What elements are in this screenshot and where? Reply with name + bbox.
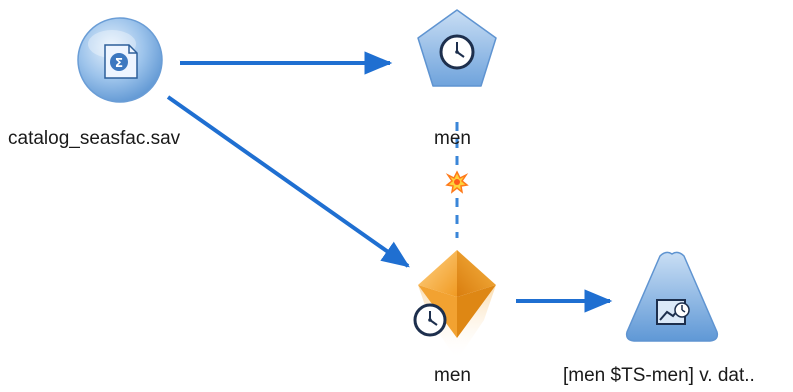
time-plot-node-label: [men $TS-men] v. dat.. [563,365,755,386]
clock-icon [439,34,475,70]
statistics-file-icon: Σ [104,44,138,79]
source-node-label: catalog_seasfac.sav [8,128,181,149]
time-intervals-node-label: men [434,128,471,149]
time-plot-icon [656,299,690,325]
source-node[interactable]: Σ [77,17,163,103]
svg-text:Σ: Σ [115,56,123,70]
time-intervals-node[interactable] [417,9,497,87]
link-source-to-model-nugget[interactable] [166,95,410,268]
model-nugget-node-label: men [434,365,471,386]
star-burst-icon [445,170,469,194]
model-nugget-node[interactable] [413,250,496,360]
clock-icon [413,303,447,337]
time-plot-node[interactable] [625,251,719,342]
